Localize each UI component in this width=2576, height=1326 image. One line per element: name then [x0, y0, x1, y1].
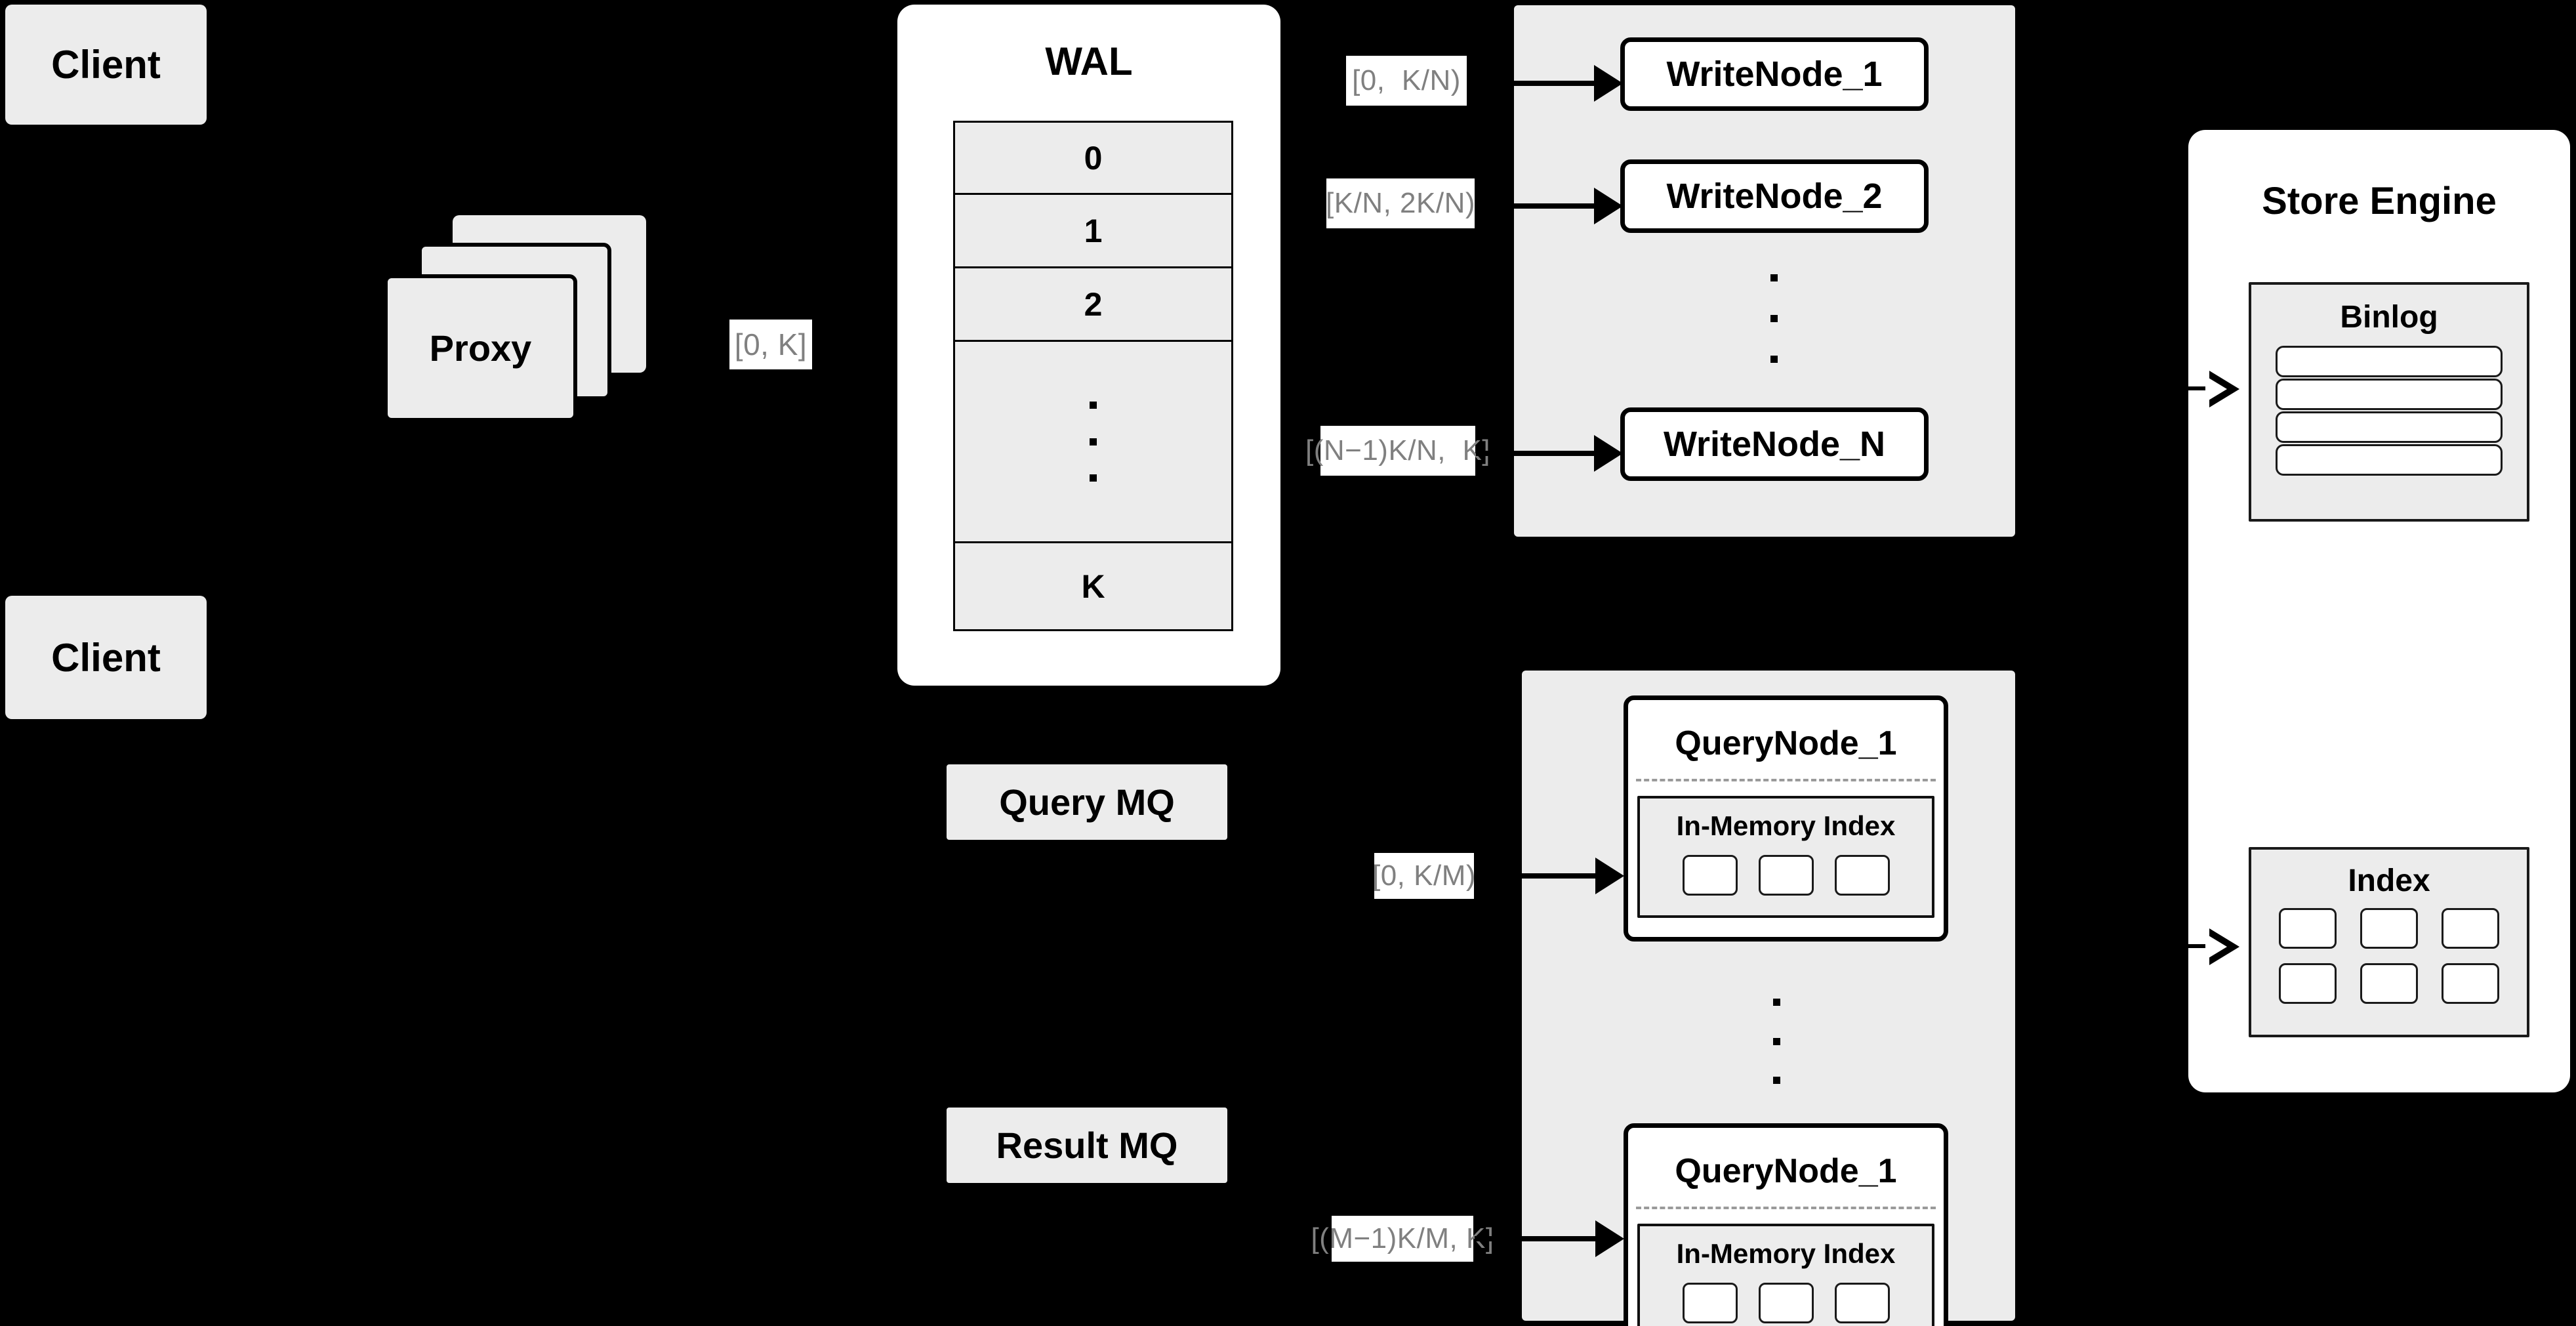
arrow-to-query-node-1 [1475, 858, 1632, 894]
wal-row: K [1081, 568, 1105, 605]
query-node-1-range-label: [0, K/M) [1372, 853, 1476, 899]
query-mq-box[interactable]: Query MQ [947, 764, 1227, 840]
write-node-label: WriteNode_N [1663, 425, 1886, 464]
write-node-n-range-label: [(N−1)K/N, K] [1305, 426, 1490, 476]
in-memory-index-panel: In-Memory Index [1637, 796, 1934, 918]
index-panel: Index [2249, 847, 2529, 1037]
index-cell [2279, 963, 2337, 1004]
wal-title: WAL [1045, 39, 1133, 83]
vertical-ellipsis-icon [1090, 402, 1097, 482]
index-cell [2279, 908, 2337, 949]
client-label: Client [51, 43, 161, 87]
client-box-1[interactable]: Client [5, 5, 207, 125]
client-label: Client [51, 635, 161, 680]
write-cluster-ellipsis-icon [1770, 274, 1778, 363]
binlog-strip [2276, 411, 2503, 443]
proxy-stack[interactable]: Proxy [384, 215, 659, 432]
query-node-1[interactable]: QueryNode_1 In-Memory Index [1624, 695, 1948, 942]
binlog-strip [2276, 444, 2503, 476]
write-cluster-panel: WriteNode_1 WriteNode_2 WriteNode_N [1514, 5, 2015, 537]
index-cell [2442, 908, 2499, 949]
write-node-label: WriteNode_1 [1666, 54, 1883, 94]
index-cell [2360, 908, 2418, 949]
write-node-2-range-label: [K/N, 2K/N) [1326, 178, 1475, 228]
index-cell [1682, 855, 1738, 896]
binlog-title: Binlog [2340, 300, 2438, 335]
index-cell [2360, 963, 2418, 1004]
arrow-to-query-node-2 [1475, 1220, 1632, 1257]
in-memory-index-title: In-Memory Index [1676, 1238, 1896, 1269]
index-cell [1758, 855, 1814, 896]
write-node-n[interactable]: WriteNode_N [1620, 407, 1929, 481]
wal-row: 2 [955, 268, 1231, 342]
index-cell [1834, 1283, 1890, 1323]
store-engine-title: Store Engine [2262, 180, 2497, 222]
arrow-to-write-node-1 [1476, 65, 1623, 102]
index-cell [1758, 1283, 1814, 1323]
query-cluster-panel: QueryNode_1 In-Memory Index QueryNode_1 [1522, 671, 2015, 1326]
query-mq-label: Query MQ [999, 781, 1175, 823]
index-cell [2442, 963, 2499, 1004]
write-node-1-range-label: [0, K/N) [1346, 56, 1467, 106]
index-title: Index [2348, 863, 2430, 898]
wal-table: 0 1 2 K [953, 121, 1233, 631]
query-node-label: QueryNode_1 [1675, 1152, 1897, 1190]
arrow-to-write-node-n [1476, 435, 1623, 472]
wal-panel: WAL 0 1 2 K [897, 5, 1280, 686]
arrow-to-write-node-2 [1476, 188, 1623, 224]
binlog-strip [2276, 379, 2503, 410]
proxy-stack-layer-1[interactable]: Proxy [384, 274, 577, 422]
arrow-to-index [2175, 928, 2254, 965]
query-node-2[interactable]: QueryNode_1 In-Memory Index [1624, 1123, 1948, 1326]
index-cell [1682, 1283, 1738, 1323]
index-cell [1834, 855, 1890, 896]
query-cluster-ellipsis-icon [1772, 999, 1780, 1084]
wal-row: 1 [955, 195, 1231, 268]
store-engine-panel: Store Engine Binlog Index [2188, 130, 2570, 1092]
write-node-2[interactable]: WriteNode_2 [1620, 159, 1929, 233]
result-mq-label: Result MQ [996, 1125, 1178, 1166]
write-node-1[interactable]: WriteNode_1 [1620, 37, 1929, 111]
binlog-panel: Binlog [2249, 282, 2529, 522]
proxy-label: Proxy [429, 327, 532, 369]
query-node-separator [1636, 1207, 1936, 1209]
query-node-label: QueryNode_1 [1675, 724, 1897, 762]
proxy-range-label: [0, K] [729, 320, 812, 369]
wal-row-ellipsis [955, 342, 1231, 543]
arrow-to-binlog [2175, 371, 2254, 407]
query-node-2-range-label: [(M−1)K/M, K] [1311, 1216, 1494, 1262]
in-memory-index-panel: In-Memory Index [1637, 1224, 1934, 1326]
client-box-2[interactable]: Client [5, 596, 207, 719]
in-memory-index-title: In-Memory Index [1676, 810, 1896, 841]
query-node-separator [1636, 779, 1936, 781]
binlog-strip [2276, 346, 2503, 377]
write-node-label: WriteNode_2 [1666, 176, 1883, 216]
wal-row: 0 [955, 123, 1231, 195]
result-mq-box[interactable]: Result MQ [947, 1108, 1227, 1183]
